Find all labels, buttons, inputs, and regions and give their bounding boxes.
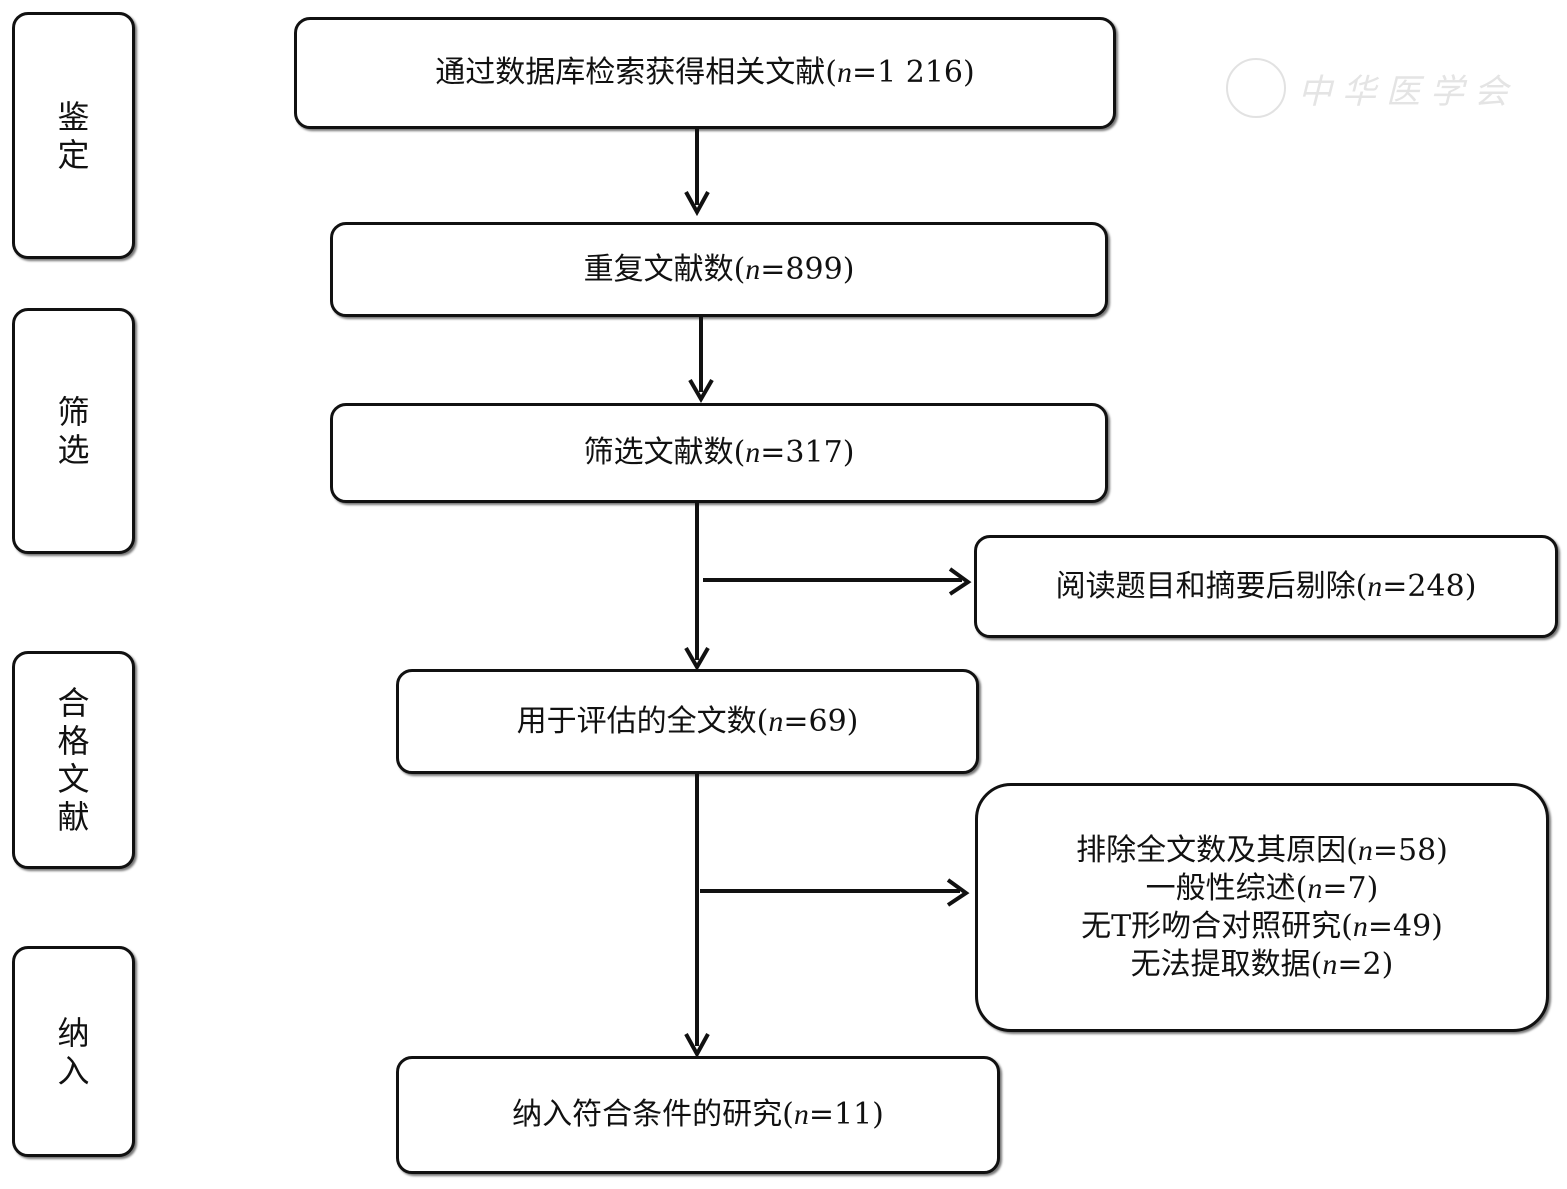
label: 用于评估的全文数( [516,703,769,739]
box-excluded-fulltext: 排除全文数及其原因(n=58) 一般性综述(n=7) 无T形吻合对照研究(n=4… [975,783,1549,1032]
count: =317) [760,435,855,470]
stage-char: 纳 [57,1013,90,1052]
stage-eligibility: 合格文献 [12,651,135,869]
label: 无T形吻合对照研究( [1081,908,1353,944]
stage-char: 入 [57,1051,90,1090]
box-fulltext: 用于评估的全文数(n=69) [396,669,979,774]
label: 阅读题目和摘要后剔除( [1055,568,1368,604]
arrow-to-excluded-fulltext [700,878,970,907]
stage-char: 格 [57,722,90,760]
stage-char: 鉴 [57,97,90,136]
stage-char: 选 [57,431,90,469]
label: 筛选文献数( [583,435,746,470]
n-var: n [1352,909,1368,943]
reason-line: 排除全文数及其原因(n=58) [1076,832,1448,870]
reason-line: 无法提取数据(n=2) [1131,946,1394,984]
stage-char: 筛 [57,393,90,431]
stage-char: 文 [57,760,90,798]
watermark: 中华医学会 [1226,58,1518,118]
n-var: n [1367,569,1383,603]
n-var: n [1307,871,1323,905]
n-var: n [768,704,784,738]
label: 排除全文数及其原因( [1076,832,1358,868]
arrow-to-excluded-abstract [703,567,972,596]
n-var: n [745,436,761,469]
stage-included: 纳入 [12,946,135,1157]
n-var: n [1357,833,1373,867]
label: 无法提取数据( [1130,946,1323,982]
n-var: n [1322,947,1338,981]
stage-screening: 筛选 [12,308,135,554]
arrow-fulltext-to-included [684,774,710,1059]
count: =49) [1367,908,1443,944]
stage-char: 定 [57,135,90,174]
arrow-screened-to-fulltext [684,503,710,671]
count: =69) [783,703,859,739]
label: 通过数据库检索获得相关文献( [435,55,837,90]
reason-line: 一般性综述(n=7) [1146,870,1379,908]
n-var: n [836,56,852,89]
arrow-search-to-duplicates [684,129,710,217]
seal-logo-icon [1226,58,1286,118]
box-excluded-abstract: 阅读题目和摘要后剔除(n=248) [974,535,1558,638]
label: 一般性综述( [1145,870,1308,906]
reason-line: 无T形吻合对照研究(n=49) [1081,908,1443,946]
box-search: 通过数据库检索获得相关文献(n=1 216) [294,17,1116,129]
box-included: 纳入符合条件的研究(n=11) [396,1056,1000,1174]
count: =58) [1372,832,1448,868]
label: 纳入符合条件的研究( [512,1097,794,1132]
count: =248) [1382,568,1477,604]
count: =1 216) [851,55,975,90]
label: 重复文献数( [583,251,746,287]
n-var: n [745,252,761,286]
n-var: n [793,1098,809,1131]
count: =899) [760,251,855,287]
stage-char: 献 [57,798,90,836]
count: =2) [1337,946,1394,982]
box-screened: 筛选文献数(n=317) [330,403,1108,503]
arrow-duplicates-to-screened [688,317,714,403]
count: =11) [808,1097,884,1132]
watermark-text: 中华医学会 [1298,71,1518,112]
box-duplicates: 重复文献数(n=899) [330,222,1108,317]
stage-char: 合 [57,684,90,722]
count: =7) [1322,870,1379,906]
stage-identification: 鉴定 [12,12,135,259]
